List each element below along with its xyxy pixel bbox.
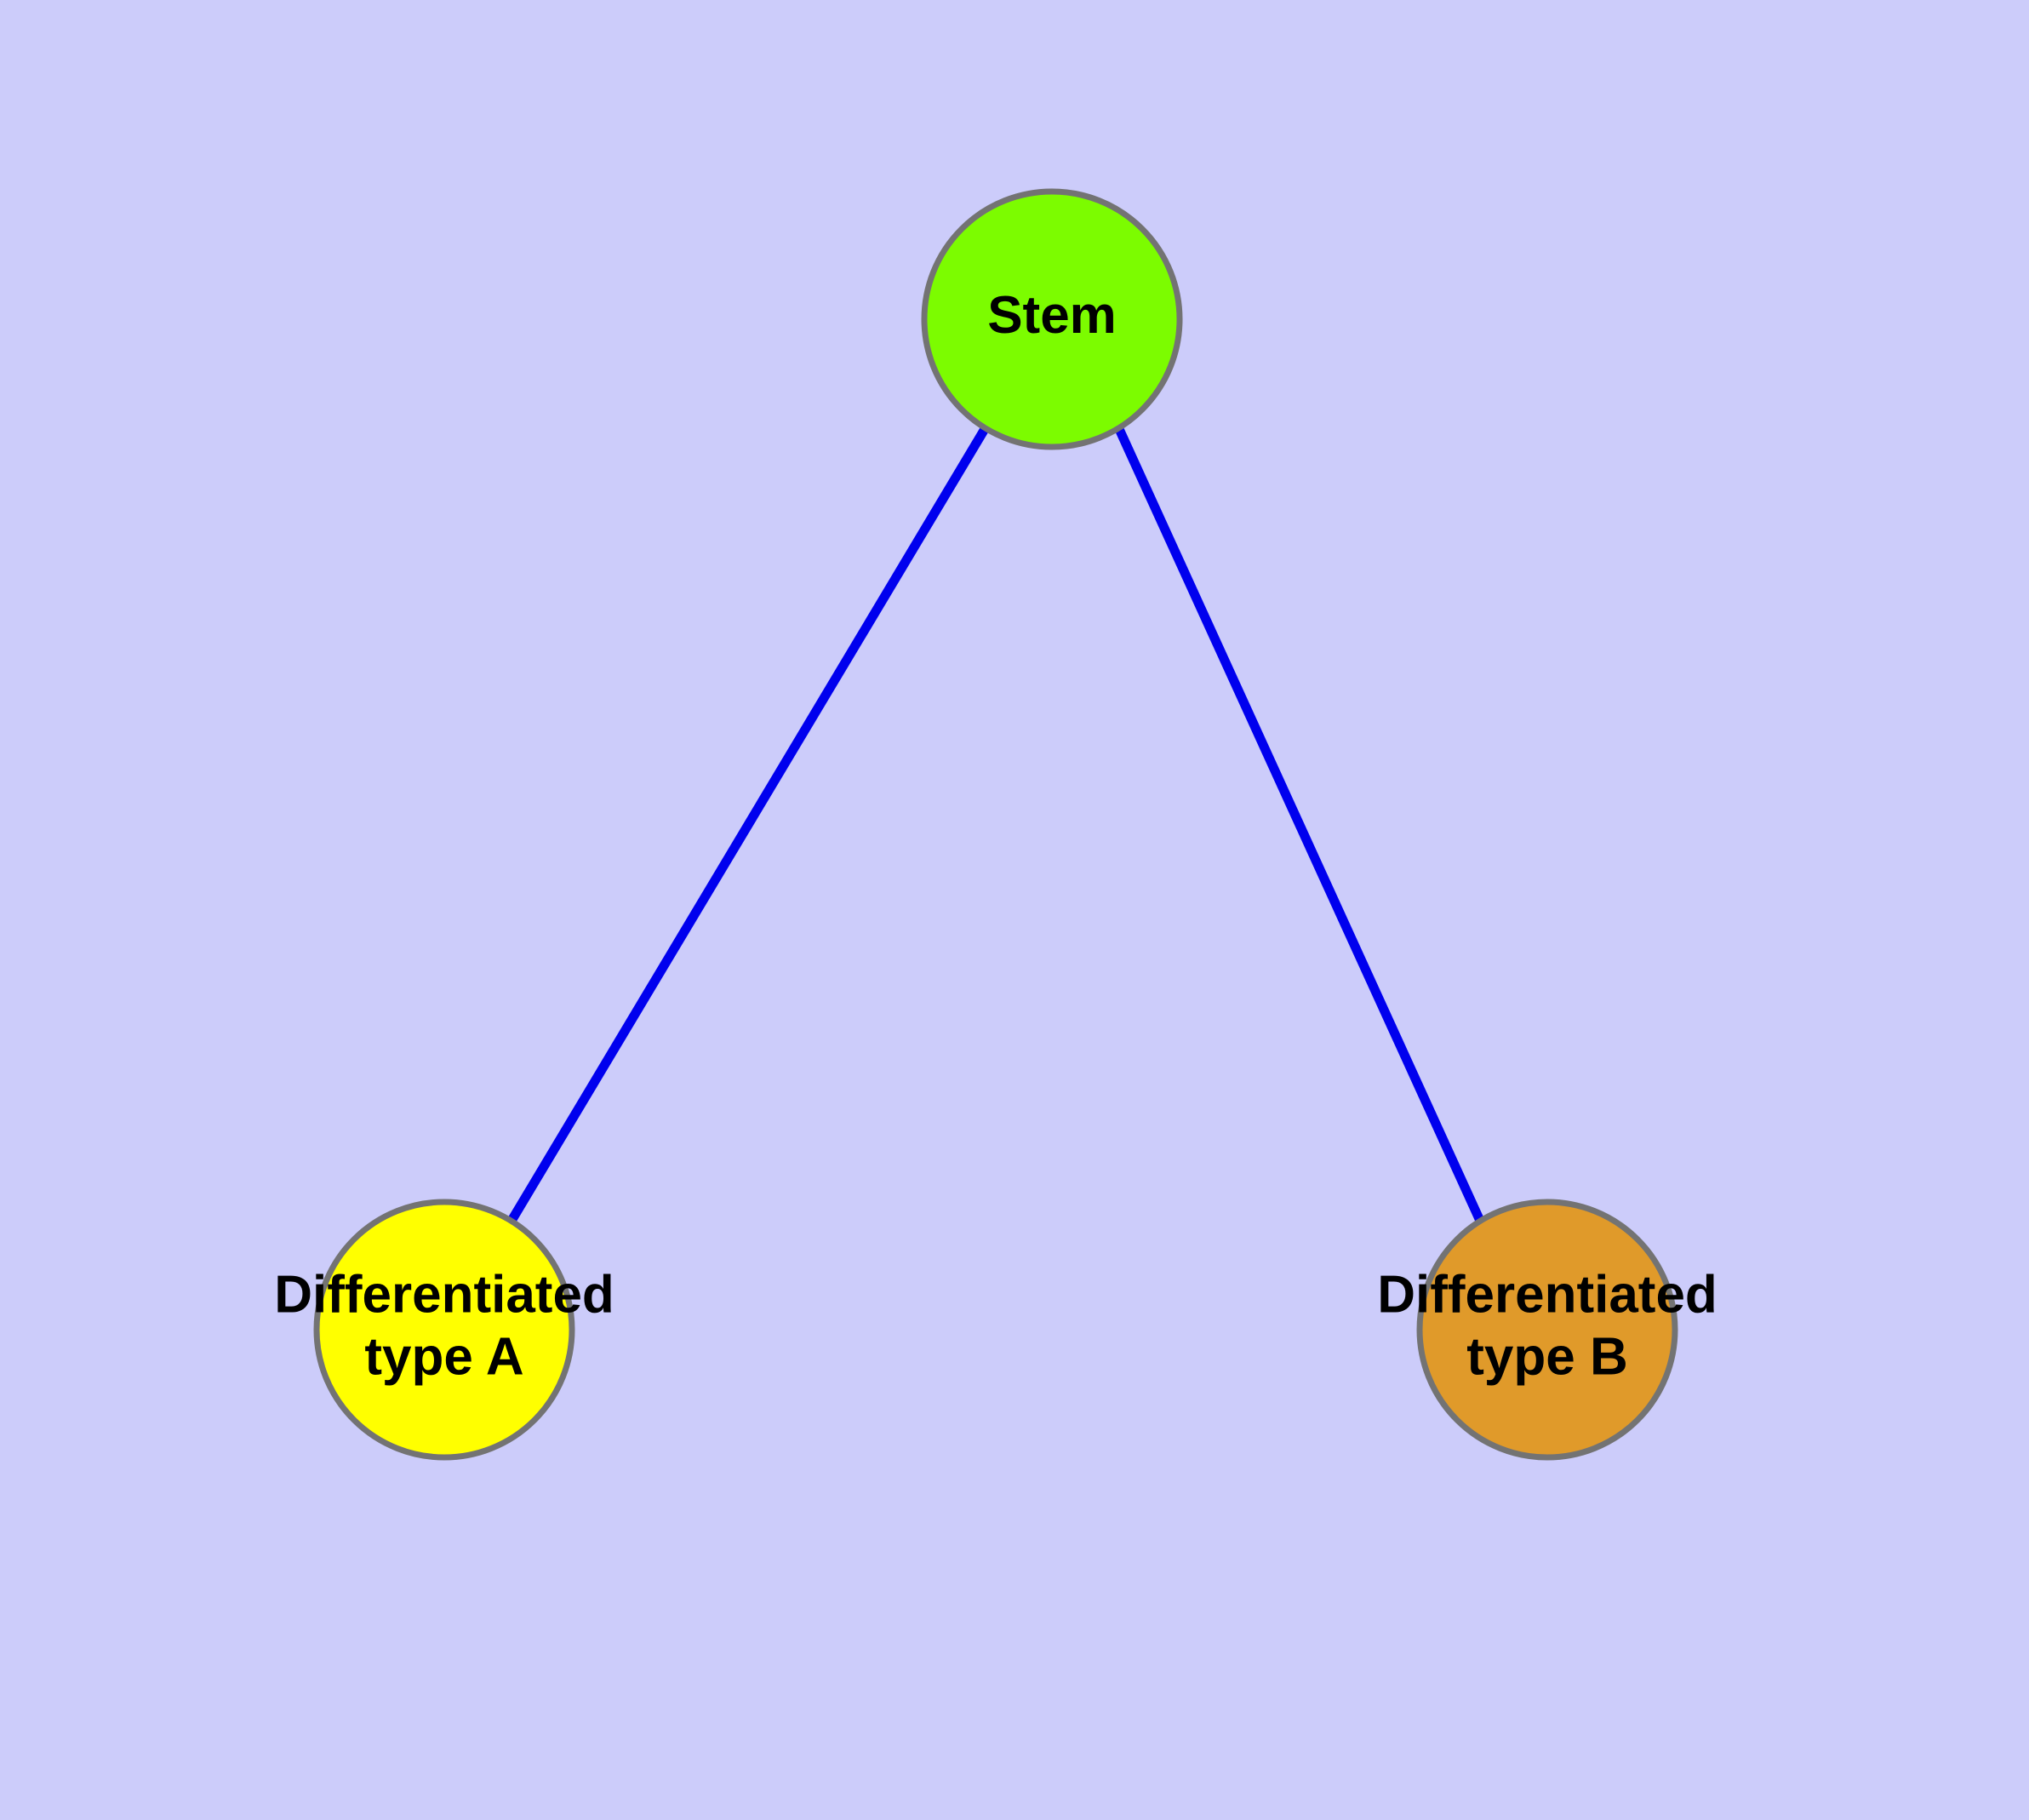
node-label-line: Stem [987,286,1117,345]
graph-node-diff-b[interactable] [1416,1199,1678,1461]
node-label-line: type B [1466,1328,1627,1387]
node-label-stem: Stem [987,286,1117,345]
graph-node-diff-a[interactable] [313,1199,575,1461]
node-label-line: type A [364,1328,523,1387]
graph-edge-stem-to-diff-a[interactable] [507,426,989,1223]
edges-layer [507,426,1485,1223]
graph-edge-stem-to-diff-b[interactable] [1114,426,1485,1223]
nodes-layer [313,188,1678,1461]
node-label-line: Differentiated [1377,1266,1718,1325]
node-label-line: Differentiated [274,1266,614,1325]
graph-node-stem[interactable] [921,188,1183,450]
